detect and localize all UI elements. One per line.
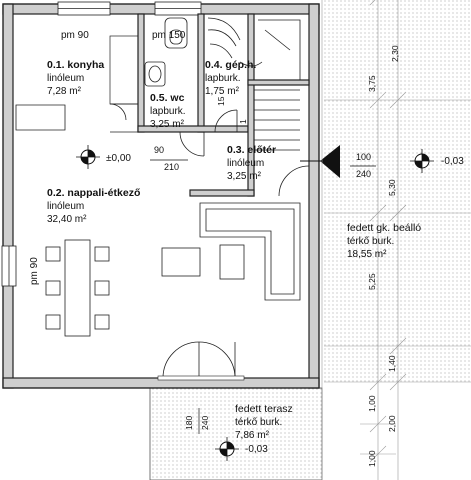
level-main-label: ±0,00 [106,153,131,164]
level-terrace-label: -0,03 [245,444,268,455]
kitchen-area: 7,28 m² [47,86,82,97]
dim-100: 1,00 [367,395,377,412]
door-90-label: 90 [154,145,164,155]
door-100-label: 100 [356,152,371,162]
door-240-label: 240 [356,169,371,179]
terrace-name: fedett terasz [235,403,293,415]
dim-140: 1,40 [387,355,397,372]
terrace-area: 7,86 m² [235,430,270,441]
terrace-240-label: 240 [200,416,210,430]
pm150-label: pm 150 [152,30,186,41]
dim-530: 5,30 [387,179,397,196]
hall-floor: linóleum [227,158,264,169]
level-marker-main [76,145,100,169]
dim-200: 2,00 [387,415,397,432]
staircase [207,17,301,151]
dim-100b: 1,00 [367,450,377,467]
kitchen-counter [15,13,139,133]
level-carport-label: -0,03 [441,156,464,167]
carport-name: fedett gk. beálló [347,222,421,234]
pm90-side-label: pm 90 [29,257,40,285]
level-marker-terrace [215,437,239,461]
doors [109,103,310,381]
mech-floor: lapburk. [205,73,241,84]
windows [1,1,202,287]
pm90-kitchen-label: pm 90 [61,30,89,41]
wc-area: 3,25 m² [150,119,185,130]
door-210-label: 210 [164,162,179,172]
dimension-lines [321,0,471,480]
mech-area: 1,75 m² [205,86,240,97]
carport-area [322,0,471,382]
terrace-area [150,388,322,480]
wc-fixtures [144,17,188,87]
stair-15-label: 15 [216,96,226,106]
living-floor: linóleum [47,201,84,212]
living-name: 0.2. nappali-étkező [47,187,140,199]
dim-375: 3,75 [367,75,377,92]
kitchen-floor: linóleum [47,73,84,84]
hall-area: 3,25 m² [227,171,262,182]
hall-name: 0.3. előtér [227,144,276,156]
dim-230: 2,30 [390,45,400,62]
dim-525: 5,25 [367,273,377,290]
terrace-floor: térkő burk. [235,417,282,428]
wc-floor: lapburk. [150,106,186,117]
carport-floor: térkő burk. [347,236,394,247]
entry-arrow [300,145,340,178]
level-marker-carport [410,149,434,173]
dining-table [45,239,110,337]
sofa [161,202,301,301]
living-area: 32,40 m² [47,214,87,225]
wc-name: 0.5. wc [150,92,185,104]
mech-name: 0.4. gép.h. [205,59,256,71]
terrace-180-label: 180 [184,416,194,430]
kitchen-name: 0.1. konyha [47,59,104,71]
stair-1-label: 1 [238,119,248,124]
carport-area: 18,55 m² [347,249,387,260]
